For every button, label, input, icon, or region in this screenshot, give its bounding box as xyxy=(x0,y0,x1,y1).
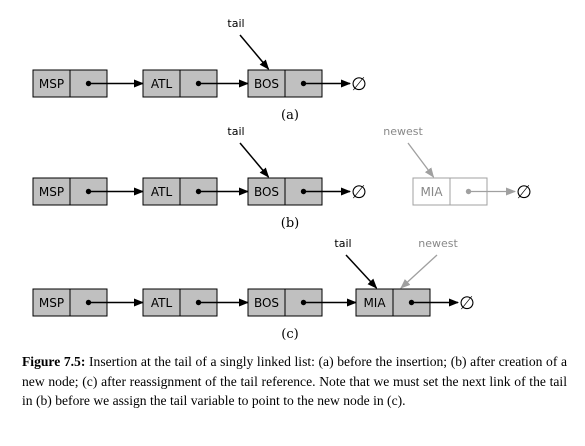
null-symbol: ∅ xyxy=(459,293,475,314)
panel-label: (a) xyxy=(281,108,299,123)
newest-label: newest xyxy=(383,125,423,138)
node-mia-label: MIA xyxy=(420,185,443,199)
node-bos-label: BOS xyxy=(254,77,279,91)
tail-label: tail xyxy=(227,125,244,138)
tail-label: tail xyxy=(334,237,351,250)
caption-text: Insertion at the tail of a singly linked… xyxy=(22,354,567,408)
newest-label: newest xyxy=(418,237,458,250)
newest-arrow xyxy=(407,142,435,178)
node-bos-label: BOS xyxy=(254,185,279,199)
tail-label: tail xyxy=(227,17,244,30)
figure-caption: Figure 7.5: Insertion at the tail of a s… xyxy=(22,352,567,411)
node-msp-element-cell xyxy=(32,288,71,317)
panel-label: (c) xyxy=(281,327,298,340)
null-symbol: ∅ xyxy=(351,74,367,95)
figure-number: Figure 7.5: xyxy=(22,354,86,369)
null-symbol: ∅ xyxy=(351,182,367,203)
node-mia-label: MIA xyxy=(363,296,386,310)
node-msp-label: MSP xyxy=(39,185,64,199)
node-msp-label: MSP xyxy=(39,77,64,91)
node-atl-element-cell xyxy=(142,177,181,206)
linked-list-diagram: MSP ATL BOS ∅ tail (a) MSP ATL BOS ∅ MIA ∅ tail newes… xyxy=(32,17,532,340)
node-msp-label: MSP xyxy=(39,296,64,310)
tail-arrow xyxy=(345,254,378,289)
node-atl-label: ATL xyxy=(151,296,173,310)
node-msp-element-cell xyxy=(32,177,71,206)
node-mia-element-cell xyxy=(412,177,451,206)
node-atl-element-cell xyxy=(142,69,181,98)
node-bos-label: BOS xyxy=(254,296,279,310)
node-msp-element-cell xyxy=(32,69,71,98)
node-bos-element-cell xyxy=(247,288,286,317)
tail-arrow xyxy=(239,142,270,178)
panel-label: (b) xyxy=(281,216,299,231)
node-atl-label: ATL xyxy=(151,185,173,199)
node-atl-label: ATL xyxy=(151,77,173,91)
node-atl-element-cell xyxy=(142,288,181,317)
tail-arrow xyxy=(239,34,270,70)
node-mia-element-cell xyxy=(355,288,394,317)
null-symbol: ∅ xyxy=(516,182,532,203)
newest-arrow xyxy=(400,254,438,289)
